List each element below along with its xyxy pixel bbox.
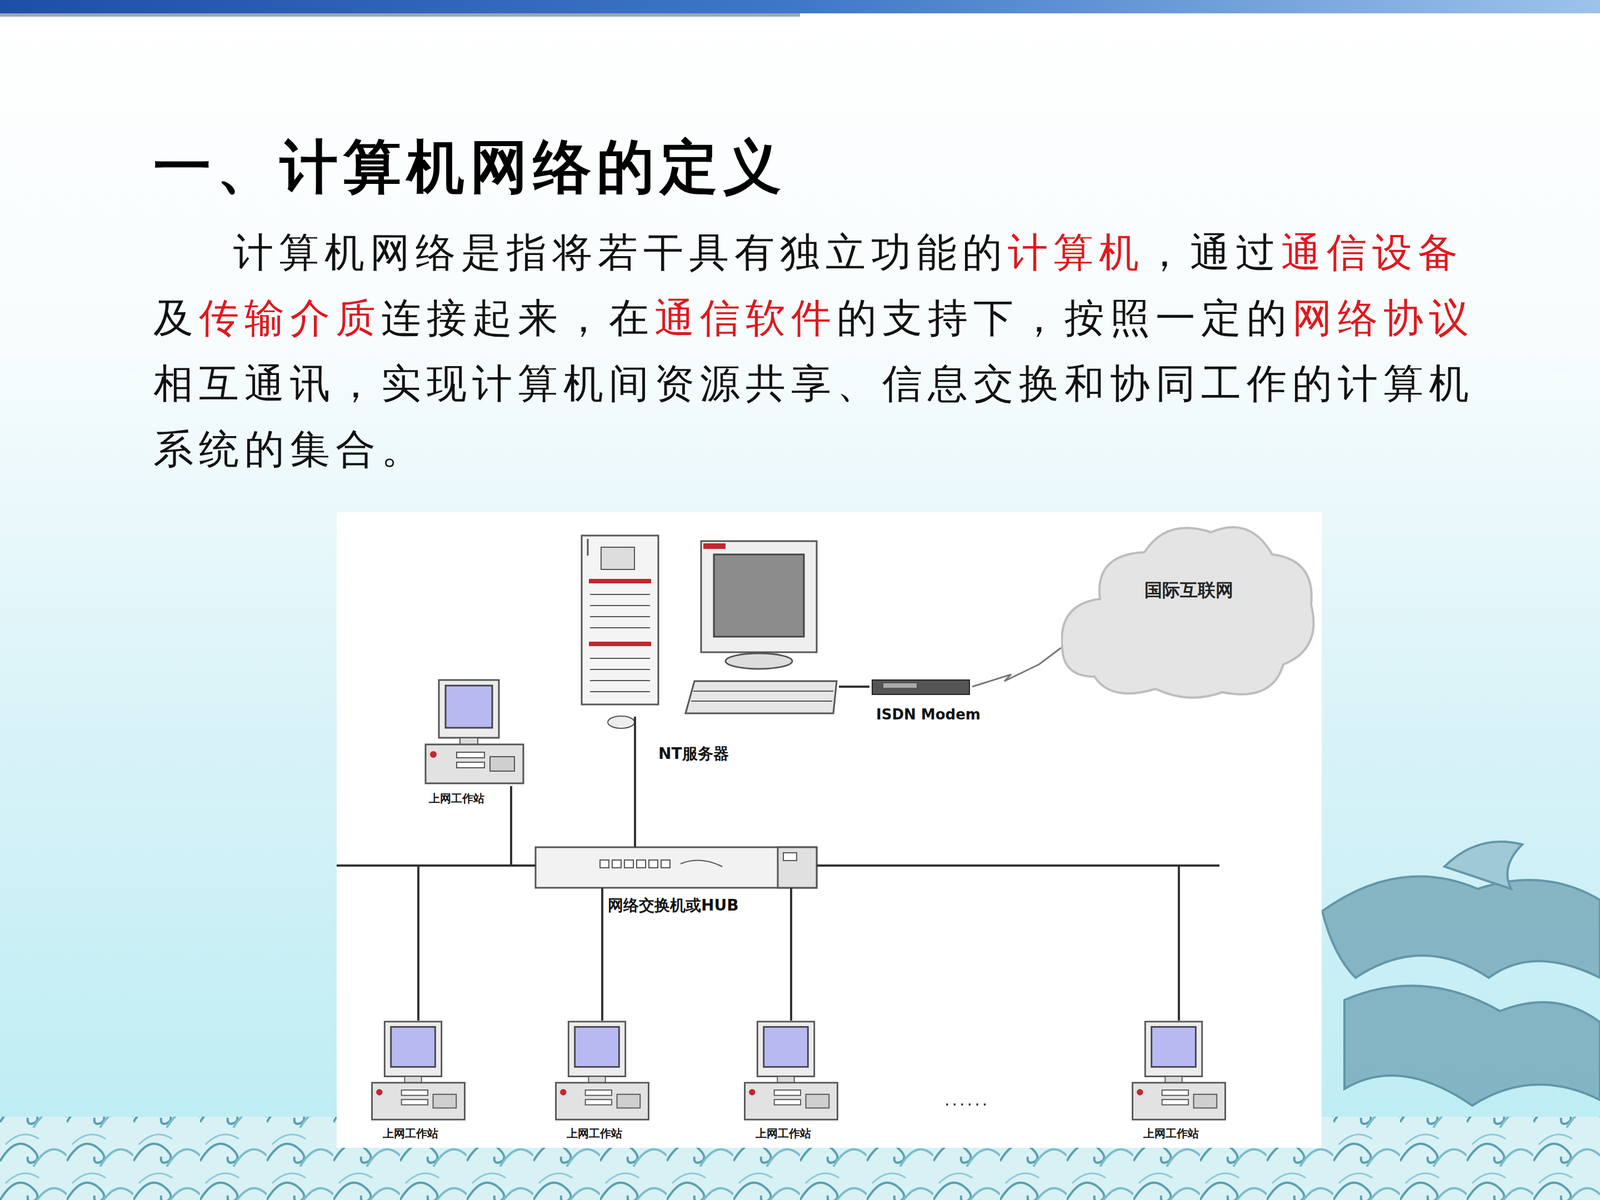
network-cable — [418, 865, 536, 1021]
device-label: 上网工作站 — [566, 1126, 623, 1142]
workstation: 上网工作站 — [1127, 1020, 1230, 1123]
network-cable — [601, 887, 604, 1021]
key-term: 网络协议 — [1292, 296, 1475, 341]
workstation: 上网工作站 — [740, 1020, 843, 1123]
key-term: 计算机 — [1007, 230, 1145, 275]
switch-hub: 网络交换机或HUB — [535, 847, 817, 888]
internet-cloud: 国际互联网 — [1061, 515, 1317, 705]
network-cable — [790, 887, 793, 1021]
device-label: 上网工作站 — [428, 791, 485, 807]
device-label: NT服务器 — [658, 743, 729, 765]
cloud-outline — [1061, 515, 1317, 705]
workstation: 上网工作站 — [423, 678, 526, 787]
definition-segment: 计算机网络是指将若干具有独立功能的 — [233, 230, 1008, 275]
definition-segment: 的支持下，按照一定的 — [836, 296, 1293, 341]
isdn-link — [972, 647, 1062, 687]
definition-segment: ，通过 — [1144, 230, 1282, 275]
workstation: 上网工作站 — [551, 1020, 654, 1123]
ellipsis-label: ...... — [944, 1090, 990, 1110]
key-term: 传输介质 — [198, 296, 382, 341]
network-cable — [838, 685, 870, 688]
definition-segment: 连接起来，在 — [381, 296, 655, 341]
server: NT服务器 — [577, 533, 839, 717]
cloud-label: 国际互联网 — [1144, 578, 1234, 603]
device-label: 上网工作站 — [1143, 1126, 1199, 1142]
modem: ISDN Modem — [869, 675, 973, 699]
key-term: 通信软件 — [654, 296, 837, 341]
definition-segment: 相互通讯，实现计算机间资源共享、信息交换和协同工作的计算机系统的集合。 — [153, 361, 1475, 472]
definition-text: 计算机网络是指将若干具有独立功能的计算机，通过通信设备及传输介质连接起来，在通信… — [153, 220, 1476, 483]
network-cable — [816, 865, 1179, 1021]
device-label: 上网工作站 — [755, 1126, 812, 1142]
cloud-shape — [1061, 527, 1314, 698]
device-label: 网络交换机或HUB — [607, 895, 739, 917]
network-cable — [511, 786, 536, 866]
device-label: ISDN Modem — [876, 706, 981, 723]
slide-title: 一、计算机网络的定义 — [153, 128, 787, 207]
definition-segment: 及 — [153, 296, 199, 341]
network-cable — [633, 716, 637, 848]
device-label: 上网工作站 — [382, 1126, 439, 1142]
workstation: 上网工作站 — [367, 1020, 470, 1123]
key-term: 通信设备 — [1281, 230, 1464, 275]
